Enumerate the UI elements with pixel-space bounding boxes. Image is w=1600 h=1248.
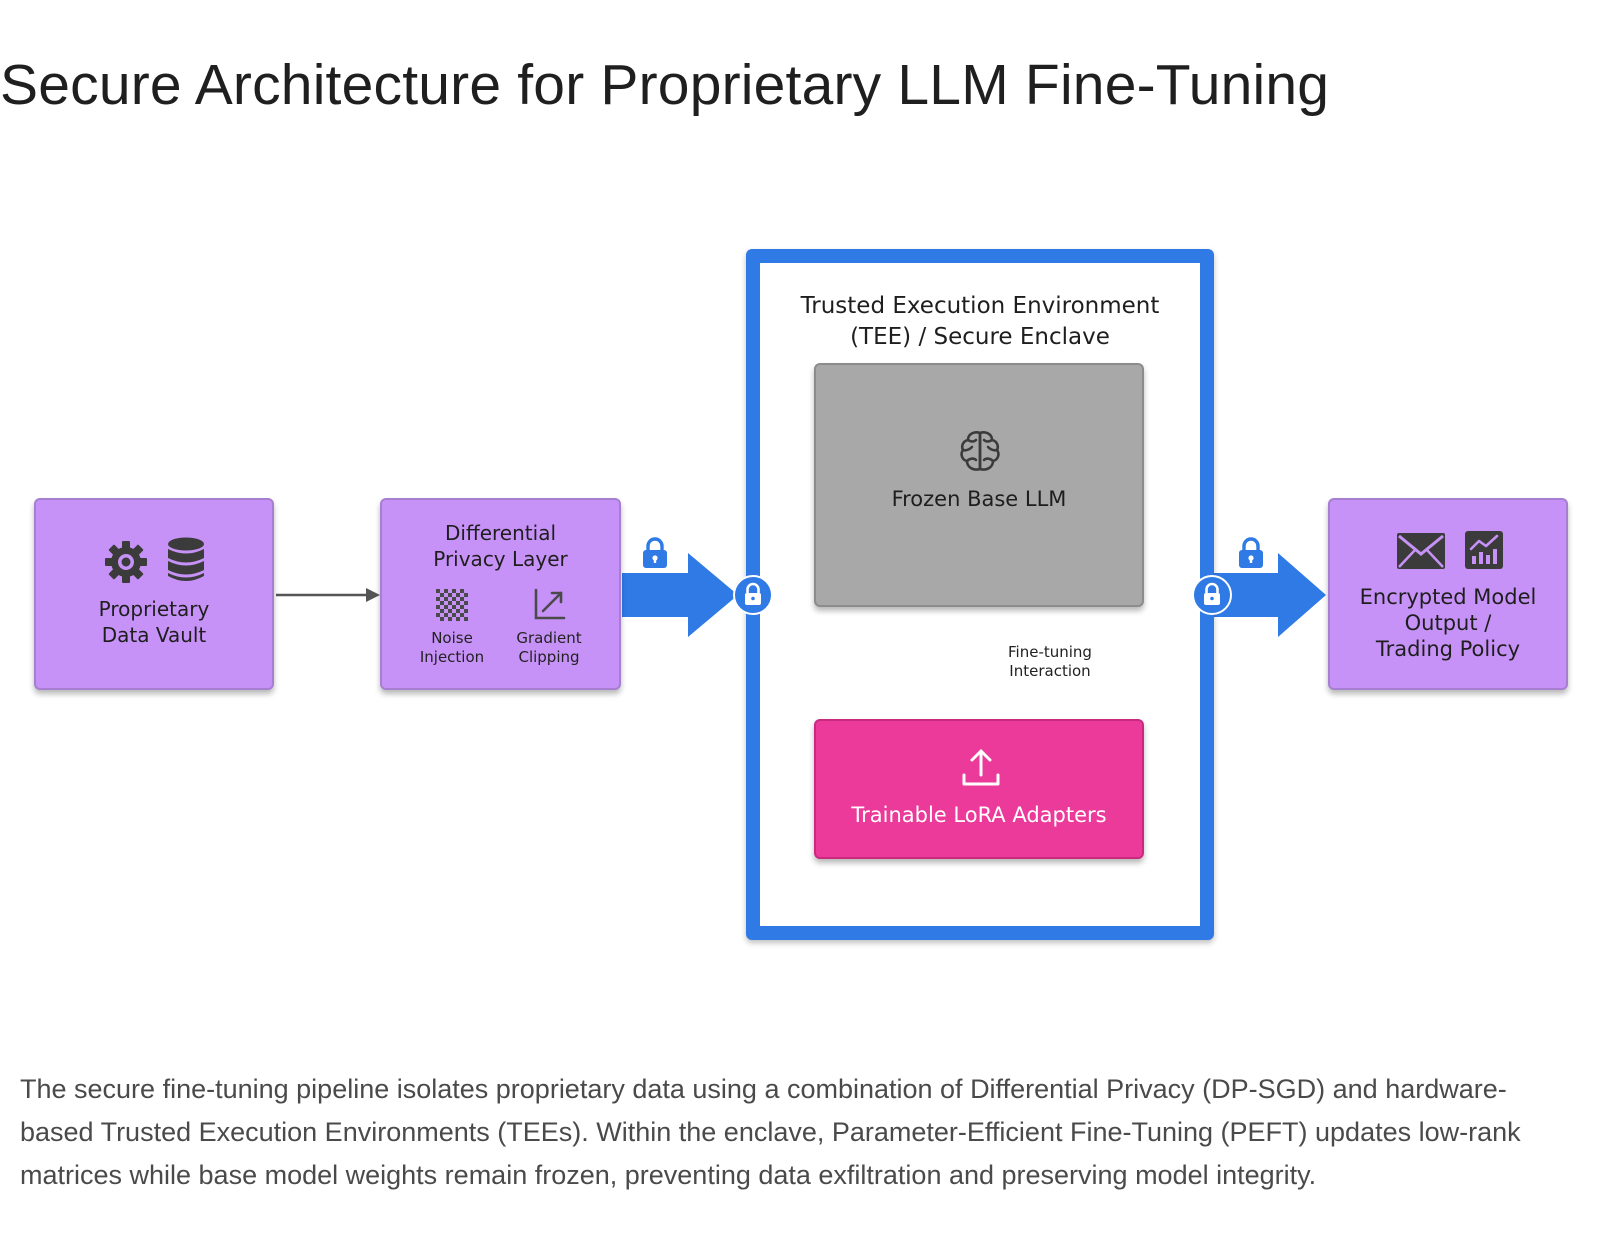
clipping-label-text: Gradient Clipping: [516, 629, 582, 666]
node-label-data-vault: Proprietary Data Vault: [36, 596, 272, 648]
brain-icon: [960, 431, 1000, 471]
node-trainable-lora-adapters: Trainable LoRA Adapters: [814, 719, 1144, 859]
node-encrypted-model-output: Encrypted Model Output / Trading Policy: [1328, 498, 1568, 690]
frozen-llm-label: Frozen Base LLM: [891, 487, 1067, 511]
upload-icon: [962, 749, 1000, 786]
tee-label-text: Trusted Execution Environment (TEE) / Se…: [800, 293, 1160, 350]
caption-paragraph: The secure fine-tuning pipeline isolates…: [20, 1074, 1521, 1190]
output-label-text: Encrypted Model Output / Trading Policy: [1359, 585, 1537, 661]
lock-icon: [643, 537, 667, 568]
noise-label-text: Noise Injection: [419, 629, 485, 666]
arrow-vault-to-dp: [276, 588, 380, 602]
trending-arrow-icon: [534, 588, 566, 620]
lock-icon: [1192, 575, 1232, 615]
node-label-output: Encrypted Model Output / Trading Policy: [1330, 584, 1566, 662]
lock-icon: [1239, 537, 1263, 568]
node-label-differential-privacy: Differential Privacy Layer: [382, 520, 619, 572]
tee-title: Trusted Execution Environment (TEE) / Se…: [760, 291, 1200, 353]
vault-label-text: Proprietary Data Vault: [98, 597, 210, 647]
sub-label-gradient-clipping: Gradient Clipping: [504, 629, 594, 667]
database-icon: [168, 537, 204, 581]
architecture-diagram: Proprietary Data Vault Differential Priv…: [34, 249, 1568, 940]
arrow-tee-to-output: [1214, 553, 1326, 637]
node-data-vault: Proprietary Data Vault: [34, 498, 274, 690]
node-differential-privacy: Differential Privacy Layer Noise Inje: [380, 498, 621, 690]
noise-pattern-icon: [436, 589, 468, 621]
sub-label-noise-injection: Noise Injection: [407, 629, 497, 667]
lora-label: Trainable LoRA Adapters: [851, 803, 1107, 827]
node-frozen-base-llm: Frozen Base LLM: [814, 363, 1144, 607]
lock-icon: [733, 575, 773, 615]
arrow-dp-to-tee: [622, 553, 738, 637]
page-title: Secure Architecture for Proprietary LLM …: [0, 53, 1330, 117]
analytics-chart-icon: [1465, 531, 1503, 569]
gear-icon: [105, 541, 147, 583]
interaction-label-text: Fine-tuning Interaction: [1008, 643, 1092, 680]
fine-tuning-interaction-label: Fine-tuning Interaction: [990, 643, 1110, 681]
envelope-icon: [1397, 533, 1445, 569]
dp-label-text: Differential Privacy Layer: [433, 521, 568, 571]
